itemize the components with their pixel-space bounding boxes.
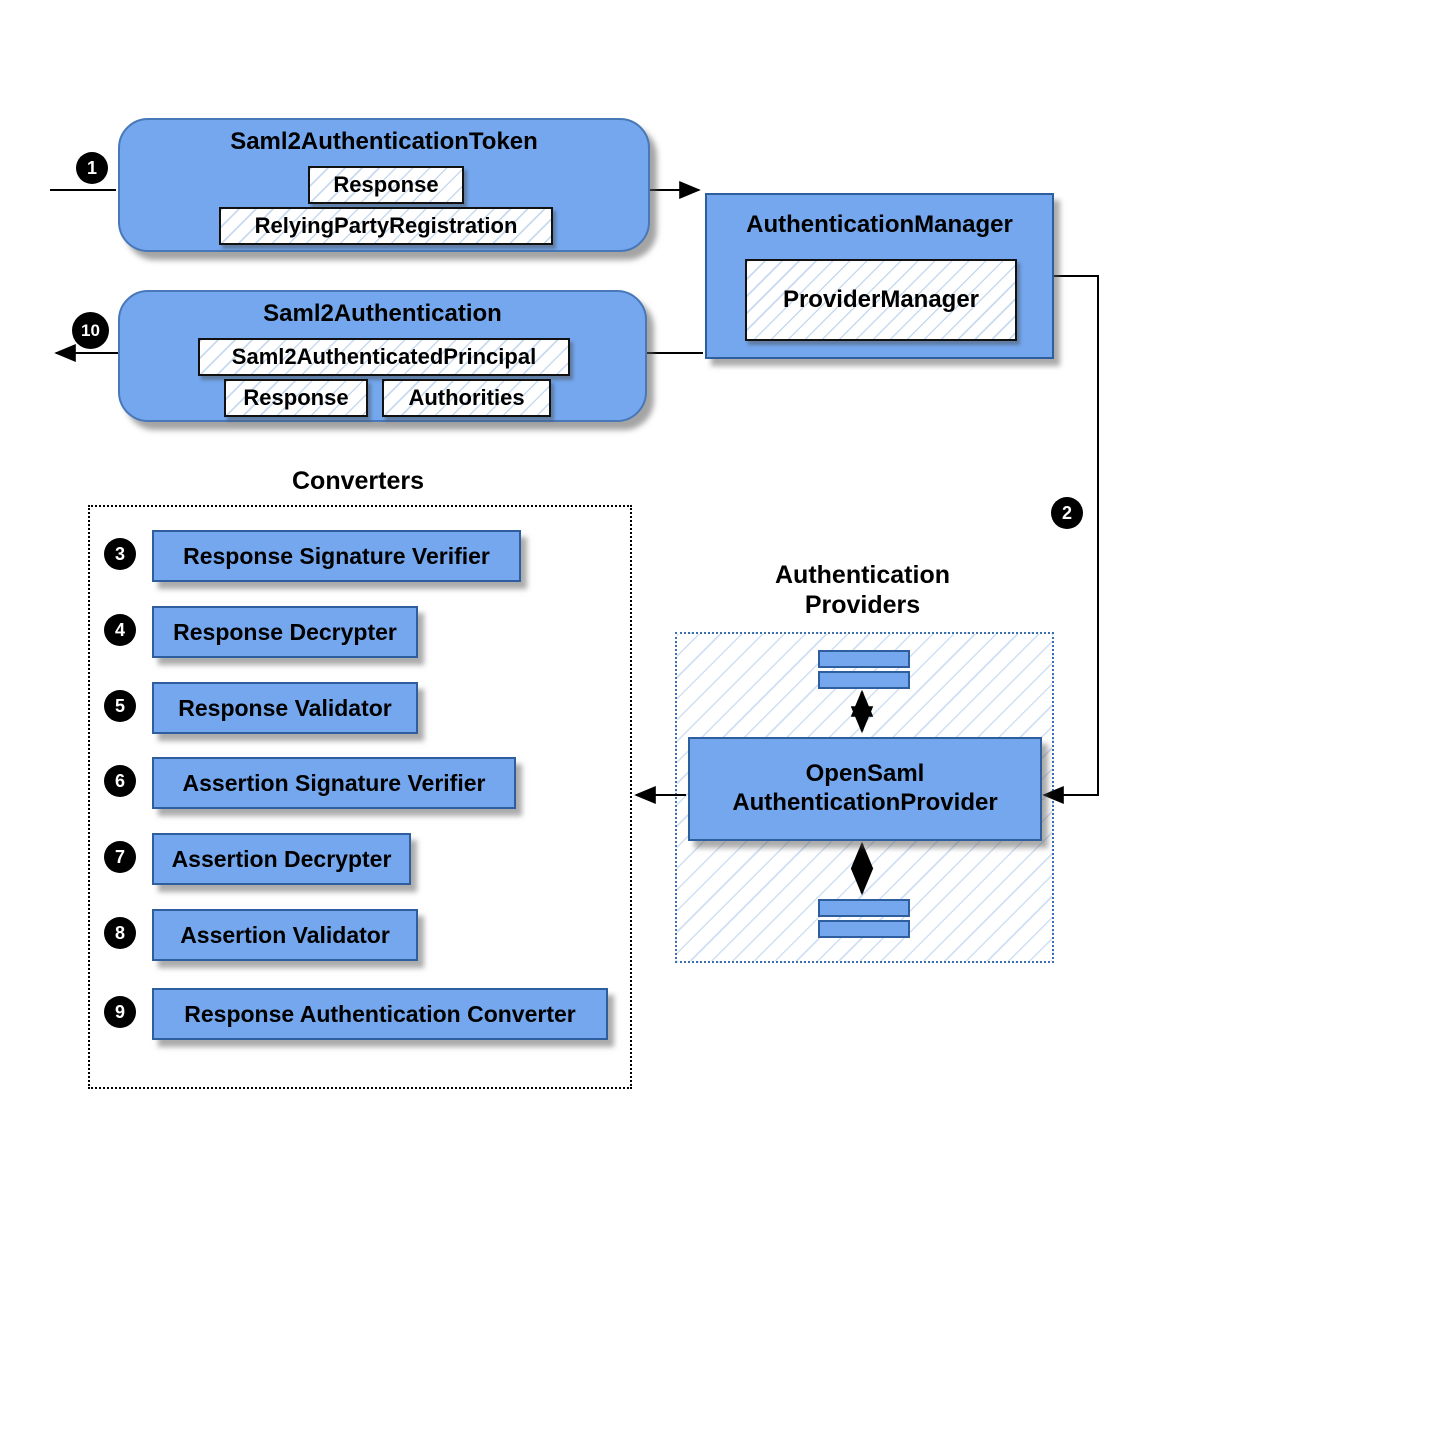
converter-label: Response Signature Verifier bbox=[183, 542, 490, 569]
provider-stack-bar-top-1 bbox=[818, 650, 910, 668]
opensaml-authentication-provider-box: OpenSaml AuthenticationProvider bbox=[688, 737, 1042, 841]
authenticated-principal-box: Saml2AuthenticatedPrincipal bbox=[198, 338, 570, 376]
converter-assertion-decrypter: Assertion Decrypter bbox=[152, 833, 411, 885]
converter-label: Assertion Decrypter bbox=[171, 845, 392, 872]
step-9-badge: 9 bbox=[104, 996, 136, 1028]
saml2-authentication-box: Saml2Authentication Saml2AuthenticatedPr… bbox=[118, 290, 647, 422]
converter-label: Assertion Validator bbox=[180, 921, 390, 948]
provider-stack-bar-bottom-2 bbox=[818, 920, 910, 938]
saml2-authentication-title: Saml2Authentication bbox=[263, 300, 502, 327]
authentication-providers-title: Authentication Providers bbox=[675, 560, 1050, 620]
converter-label: Response Decrypter bbox=[173, 618, 397, 645]
step-4-badge: 4 bbox=[104, 614, 136, 646]
provider-stack-bar-bottom-1 bbox=[818, 899, 910, 917]
provider-manager-box: ProviderManager bbox=[745, 259, 1017, 341]
step-5-badge: 5 bbox=[104, 690, 136, 722]
step-8-badge: 8 bbox=[104, 917, 136, 949]
converter-response-signature-verifier: Response Signature Verifier bbox=[152, 530, 521, 582]
saml2-authentication-token-box: Saml2AuthenticationToken Response Relyin… bbox=[118, 118, 650, 252]
token-relying-party-registration-box: RelyingPartyRegistration bbox=[219, 207, 553, 245]
converter-label: Response Authentication Converter bbox=[184, 1000, 576, 1027]
converters-title: Converters bbox=[292, 467, 424, 495]
step-2-badge: 2 bbox=[1051, 497, 1083, 529]
converter-label: Assertion Signature Verifier bbox=[182, 769, 486, 796]
opensaml-provider-line2: AuthenticationProvider bbox=[732, 789, 998, 816]
opensaml-provider-line1: OpenSaml bbox=[805, 760, 925, 788]
authentication-response-box: Response bbox=[224, 379, 368, 417]
provider-stack-bar-top-2 bbox=[818, 671, 910, 689]
converters-region bbox=[88, 505, 632, 1089]
authentication-providers-title-line1: Authentication bbox=[775, 561, 950, 589]
token-response-box: Response bbox=[308, 166, 464, 204]
step-1-badge: 1 bbox=[76, 152, 108, 184]
authorities-box: Authorities bbox=[382, 379, 551, 417]
converter-response-authentication-converter: Response Authentication Converter bbox=[152, 988, 608, 1040]
converter-response-decrypter: Response Decrypter bbox=[152, 606, 418, 658]
converter-label: Response Validator bbox=[178, 694, 392, 721]
step-10-badge: 10 bbox=[72, 312, 109, 349]
step-6-badge: 6 bbox=[104, 765, 136, 797]
authentication-manager-box: AuthenticationManager ProviderManager bbox=[705, 193, 1054, 359]
authentication-manager-title: AuthenticationManager bbox=[746, 211, 1013, 238]
converter-assertion-validator: Assertion Validator bbox=[152, 909, 418, 961]
converter-assertion-signature-verifier: Assertion Signature Verifier bbox=[152, 757, 516, 809]
token-box-title: Saml2AuthenticationToken bbox=[230, 128, 538, 155]
authentication-providers-title-line2: Providers bbox=[804, 591, 921, 619]
converter-response-validator: Response Validator bbox=[152, 682, 418, 734]
step-3-badge: 3 bbox=[104, 538, 136, 570]
step-7-badge: 7 bbox=[104, 841, 136, 873]
